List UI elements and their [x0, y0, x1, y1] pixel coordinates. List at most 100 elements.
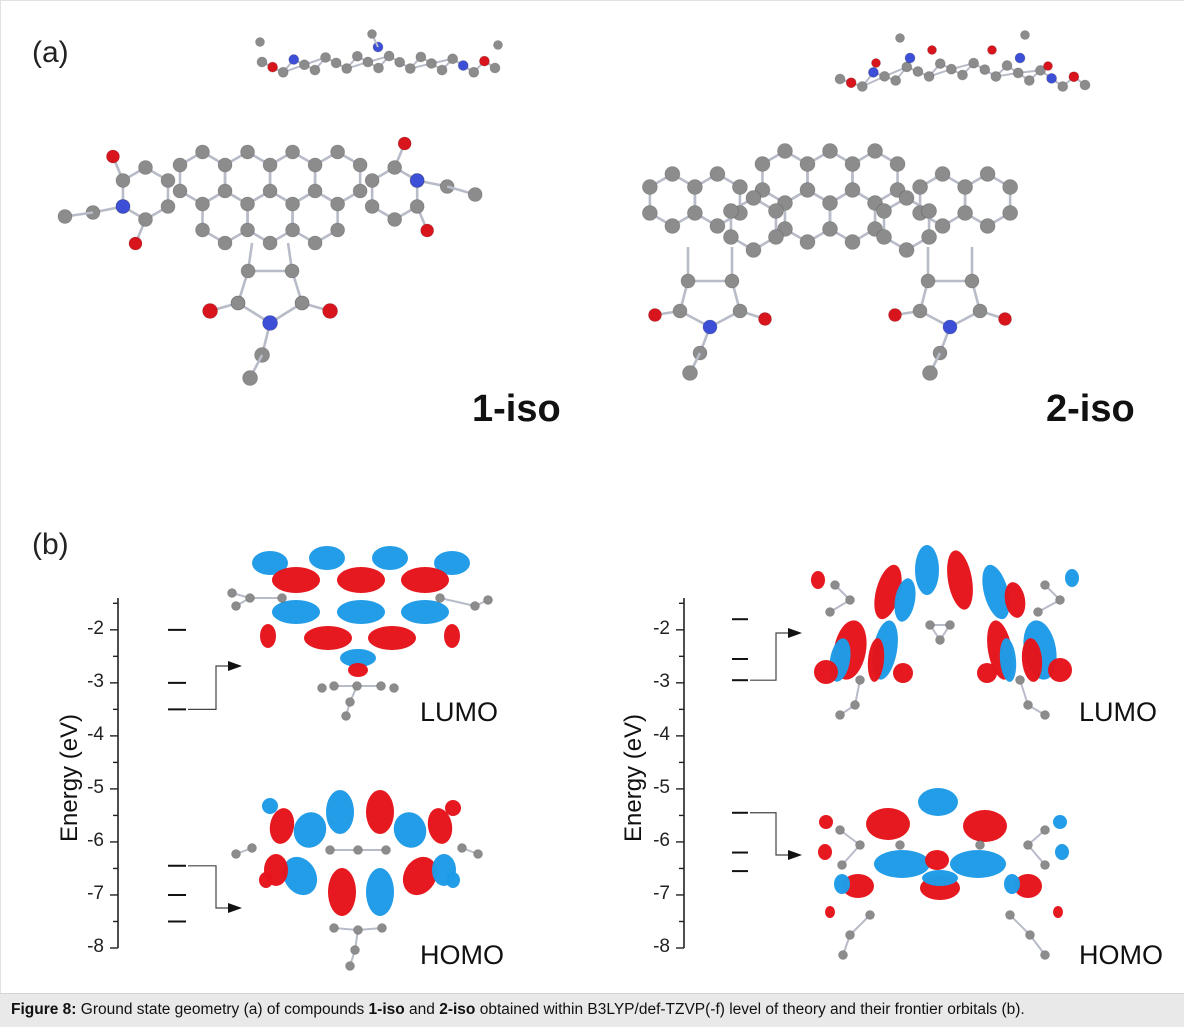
carbon-atom: [330, 196, 346, 212]
carbon-atom: [1023, 840, 1033, 850]
carbon-atom: [240, 263, 256, 279]
carbon-atom: [837, 860, 847, 870]
carbon-atom: [1040, 710, 1050, 720]
orbital-1-iso-homo: [231, 790, 483, 971]
carbon-atom: [890, 75, 902, 86]
orbital-lobe-negative: [867, 638, 885, 682]
carbon-atom: [724, 273, 740, 289]
carbon-atom: [1012, 67, 1024, 79]
carbon-atom: [876, 229, 892, 245]
carbon-atom: [247, 843, 257, 853]
orbital-lobe-negative: [366, 790, 394, 834]
carbon-atom: [240, 196, 255, 212]
carbon-atom: [160, 199, 176, 214]
carbon-atom: [799, 156, 816, 172]
carbon-atom: [325, 845, 335, 855]
orbital-lobe-negative: [1004, 582, 1026, 618]
orbital-lobe-negative: [304, 626, 352, 650]
orbital-lobe-negative: [1053, 906, 1063, 918]
axis-tick-label: -6: [653, 829, 670, 851]
carbon-atom: [160, 173, 176, 188]
nitrogen-atom: [702, 319, 718, 335]
orbital-2-iso-lumo: [811, 545, 1079, 720]
carbon-atom: [138, 212, 153, 227]
carbon-atom: [330, 144, 346, 160]
carbon-atom: [641, 179, 658, 195]
carbon-atom: [285, 196, 300, 212]
carbon-atom: [376, 681, 386, 691]
carbon-atom: [468, 66, 480, 78]
carbon-atom: [353, 925, 363, 935]
orbital-lobe-negative: [272, 567, 320, 593]
oxygen-atom: [479, 55, 490, 67]
orbital-lobe-negative: [819, 815, 833, 829]
carbon-atom: [867, 143, 883, 159]
orbital-label-2-iso-lumo: LUMO: [1079, 697, 1158, 727]
carbon-atom: [934, 218, 951, 234]
orbital-lobe-positive: [252, 551, 288, 575]
carbon-atom: [844, 182, 861, 198]
molecule-1-iso-side-view: [255, 29, 503, 78]
carbon-atom: [709, 166, 726, 182]
carbon-atom: [845, 595, 855, 605]
carbon-atom: [835, 825, 845, 835]
oxygen-atom: [888, 308, 902, 322]
orbital-lobe-positive: [434, 551, 470, 575]
carbon-atom: [925, 620, 935, 630]
carbon-atom: [387, 212, 403, 227]
orbital-lobe-positive: [894, 578, 916, 622]
carbon-atom: [255, 37, 265, 47]
orbital-lobe-positive: [982, 564, 1010, 620]
carbon-atom: [709, 218, 726, 234]
orbital-connector-arrowhead: [228, 661, 242, 671]
oxygen-atom: [845, 77, 857, 89]
carbon-atom: [855, 840, 865, 850]
orbital-lobe-negative: [963, 810, 1007, 842]
nitrogen-atom: [942, 319, 958, 335]
carbon-atom: [990, 71, 1002, 82]
carbon-atom: [922, 365, 938, 381]
carbon-atom: [745, 190, 762, 206]
orbital-lobe-negative: [259, 872, 273, 888]
carbon-atom: [341, 711, 351, 721]
carbon-atom: [364, 199, 380, 214]
carbon-atom: [1015, 675, 1025, 685]
orbital-lobe-positive: [1053, 815, 1067, 829]
carbon-atom: [367, 29, 377, 39]
axis-tick-label: -5: [87, 776, 104, 798]
orbital-lobe-negative: [1048, 658, 1072, 682]
compound-label-2-iso: 2-iso: [1046, 388, 1135, 430]
carbon-atom: [912, 179, 928, 195]
carbon-atom: [920, 273, 936, 289]
orbital-lobe-positive: [874, 850, 930, 878]
orbital-lobe-positive: [337, 600, 385, 624]
oxygen-atom: [648, 308, 662, 322]
orbital-lobe-positive: [293, 812, 327, 848]
carbon-atom: [687, 205, 703, 221]
orbital-lobe-positive: [922, 870, 958, 886]
carbon-atom: [242, 370, 258, 386]
orbital-label-1-iso-homo: HOMO: [420, 940, 504, 970]
carbon-atom: [364, 173, 380, 188]
orbital-lobe-negative: [337, 567, 385, 593]
orbital-lobe-positive: [272, 600, 320, 624]
carbon-atom: [230, 295, 246, 311]
energy-diagram-2-iso: [676, 598, 802, 949]
carbon-atom: [957, 205, 973, 221]
orbital-lobe-negative: [427, 808, 453, 844]
orbital-lobe-negative: [269, 808, 295, 844]
orbital-lobe-negative: [814, 660, 838, 684]
carbon-atom: [844, 156, 861, 172]
orbital-lobe-positive: [915, 545, 939, 595]
carbon-atom: [1040, 860, 1050, 870]
carbon-atom: [387, 160, 403, 175]
carbon-atom: [352, 157, 368, 173]
carbon-atom: [664, 166, 681, 182]
carbon-atom: [352, 183, 368, 199]
carbon-atom: [1001, 60, 1013, 71]
carbon-atom: [799, 234, 816, 250]
orbital-connector-line: [188, 665, 230, 710]
orbital-lobe-negative: [925, 850, 949, 870]
orbital-lobe-negative: [445, 800, 461, 816]
